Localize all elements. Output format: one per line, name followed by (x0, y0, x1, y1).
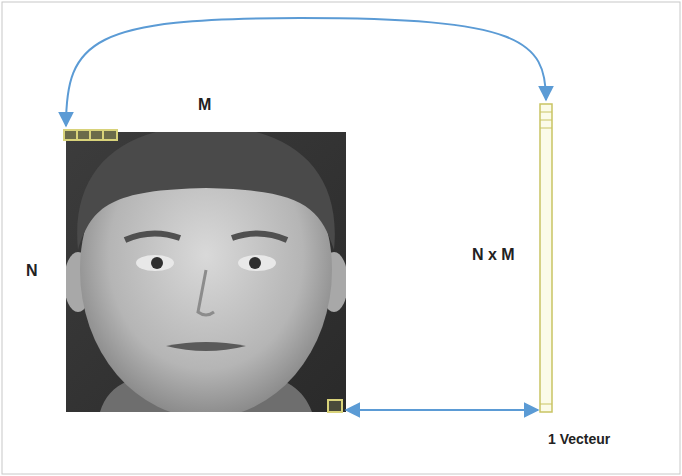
column-vector (540, 104, 552, 412)
mapping-arrow (66, 18, 546, 126)
pupil (151, 257, 163, 269)
face-photo (66, 132, 346, 412)
vector-bar (540, 104, 552, 412)
eye (136, 255, 174, 271)
last-pixel (328, 400, 342, 412)
hair (77, 132, 335, 250)
eyebrow (125, 233, 180, 240)
pixel (77, 130, 90, 140)
pixel (103, 130, 117, 140)
size-label: N x M (472, 246, 515, 264)
height-label: N (26, 262, 38, 280)
mapping-arrow (346, 409, 538, 411)
eyebrow (232, 233, 287, 240)
vector-cell (540, 404, 552, 405)
pixel-row (64, 130, 117, 140)
width-label: M (198, 96, 211, 114)
pixel (90, 130, 103, 140)
vector-cell (540, 112, 552, 113)
nose (198, 270, 214, 315)
eye (238, 255, 276, 271)
vector-cell (540, 120, 552, 121)
vector-label: 1 Vecteur (548, 432, 610, 447)
vector-cell (540, 128, 552, 129)
pupil (249, 257, 261, 269)
pixel (64, 130, 77, 140)
mouth (166, 342, 246, 351)
